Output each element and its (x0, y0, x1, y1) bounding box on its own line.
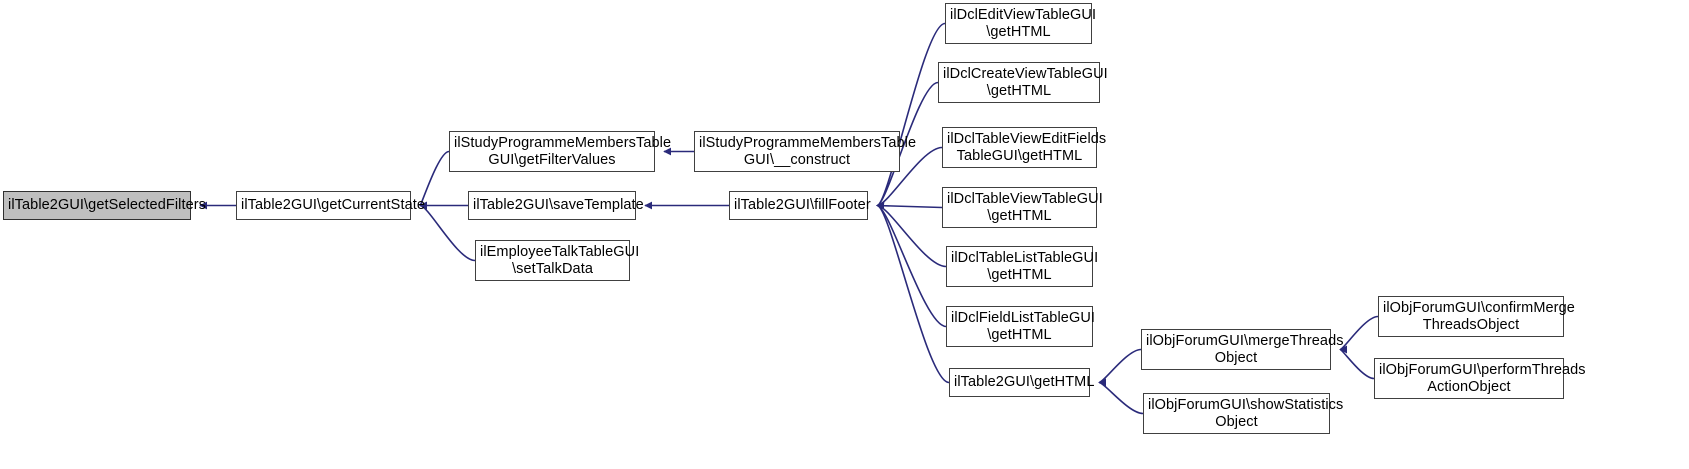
graph-node-label: ilDclTableViewTableGUI \getHTML (947, 190, 1103, 224)
graph-node-mergeThreadsObject[interactable]: ilObjForumGUI\mergeThreads Object (1141, 329, 1344, 370)
graph-node-label: ilDclTableViewEditFields TableGUI\getHTM… (947, 130, 1107, 164)
graph-node-label: ilObjForumGUI\mergeThreads Object (1146, 332, 1344, 366)
graph-node-confirmMergeThreadsObject[interactable]: ilObjForumGUI\confirmMerge ThreadsObject (1378, 296, 1575, 337)
graph-node-label: ilTable2GUI\saveTemplate (473, 197, 644, 213)
graph-node-label: ilDclEditViewTableGUI \getHTML (950, 6, 1097, 40)
graph-node-getSelectedFilters[interactable]: ilTable2GUI\getSelectedFilters (3, 191, 207, 220)
graph-edge-mergeThreadsObject-to-table2GetHTML (1098, 348, 1142, 387)
graph-node-label: ilObjForumGUI\confirmMerge ThreadsObject (1383, 299, 1575, 333)
graph-node-label: ilDclCreateViewTableGUI \getHTML (943, 65, 1108, 99)
graph-node-construct[interactable]: ilStudyProgrammeMembersTable GUI\__const… (694, 131, 917, 172)
graph-edge-editViewTableGetHTML-to-fillFooter (876, 22, 946, 210)
graph-node-label: ilObjForumGUI\showStatistics Object (1148, 396, 1344, 430)
graph-node-tableListTableGetHTML[interactable]: ilDclTableListTableGUI \getHTML (946, 246, 1099, 287)
graph-edge-confirmMergeThreadsObject-to-mergeThreadsObject (1339, 315, 1379, 354)
graph-edge-setTalkData-to-getCurrentState (419, 201, 476, 262)
graph-edge-table2GetHTML-to-fillFooter (876, 201, 950, 384)
graph-edge-showStatisticsObject-to-table2GetHTML (1098, 378, 1144, 415)
graph-edge-fieldListTableGetHTML-to-fillFooter (876, 201, 947, 328)
graph-node-label: ilTable2GUI\getSelectedFilters (8, 197, 207, 213)
graph-node-performThreadsActionObject[interactable]: ilObjForumGUI\performThreads ActionObjec… (1374, 358, 1586, 399)
graph-node-label: ilTable2GUI\getCurrentState (241, 197, 426, 213)
graph-node-label: ilDclFieldListTableGUI \getHTML (951, 309, 1096, 343)
graph-node-table2GetHTML[interactable]: ilTable2GUI\getHTML (949, 368, 1095, 397)
graph-node-tableViewTableGetHTML[interactable]: ilDclTableViewTableGUI \getHTML (942, 187, 1103, 228)
graph-node-label: ilTable2GUI\fillFooter (734, 197, 871, 213)
graph-node-tableViewEditFieldsGetHTML[interactable]: ilDclTableViewEditFields TableGUI\getHTM… (942, 127, 1107, 168)
graph-edge-tableListTableGetHTML-to-fillFooter (876, 201, 947, 268)
graph-node-editViewTableGetHTML[interactable]: ilDclEditViewTableGUI \getHTML (945, 3, 1097, 44)
graph-node-fillFooter[interactable]: ilTable2GUI\fillFooter (729, 191, 871, 220)
graph-node-getFilterValues[interactable]: ilStudyProgrammeMembersTable GUI\getFilt… (449, 131, 672, 172)
graph-node-label: ilDclTableListTableGUI \getHTML (951, 249, 1099, 283)
graph-node-fieldListTableGetHTML[interactable]: ilDclFieldListTableGUI \getHTML (946, 306, 1096, 347)
graph-node-label: ilEmployeeTalkTableGUI \setTalkData (480, 243, 640, 277)
graph-edge-performThreadsActionObject-to-mergeThreadsObject (1339, 345, 1375, 380)
graph-node-showStatisticsObject[interactable]: ilObjForumGUI\showStatistics Object (1143, 393, 1344, 434)
graph-node-label: ilStudyProgrammeMembersTable GUI\getFilt… (454, 134, 672, 168)
graph-node-getCurrentState[interactable]: ilTable2GUI\getCurrentState (236, 191, 426, 220)
graph-node-saveTemplate[interactable]: ilTable2GUI\saveTemplate (468, 191, 644, 220)
graph-node-createViewTableGetHTML[interactable]: ilDclCreateViewTableGUI \getHTML (938, 62, 1108, 103)
graph-node-label: ilStudyProgrammeMembersTable GUI\__const… (699, 134, 917, 168)
graph-edge-tableViewTableGetHTML-to-fillFooter (876, 201, 943, 210)
graph-node-label: ilTable2GUI\getHTML (954, 374, 1095, 390)
graph-node-setTalkData[interactable]: ilEmployeeTalkTableGUI \setTalkData (475, 240, 640, 281)
graph-node-label: ilObjForumGUI\performThreads ActionObjec… (1379, 361, 1586, 395)
